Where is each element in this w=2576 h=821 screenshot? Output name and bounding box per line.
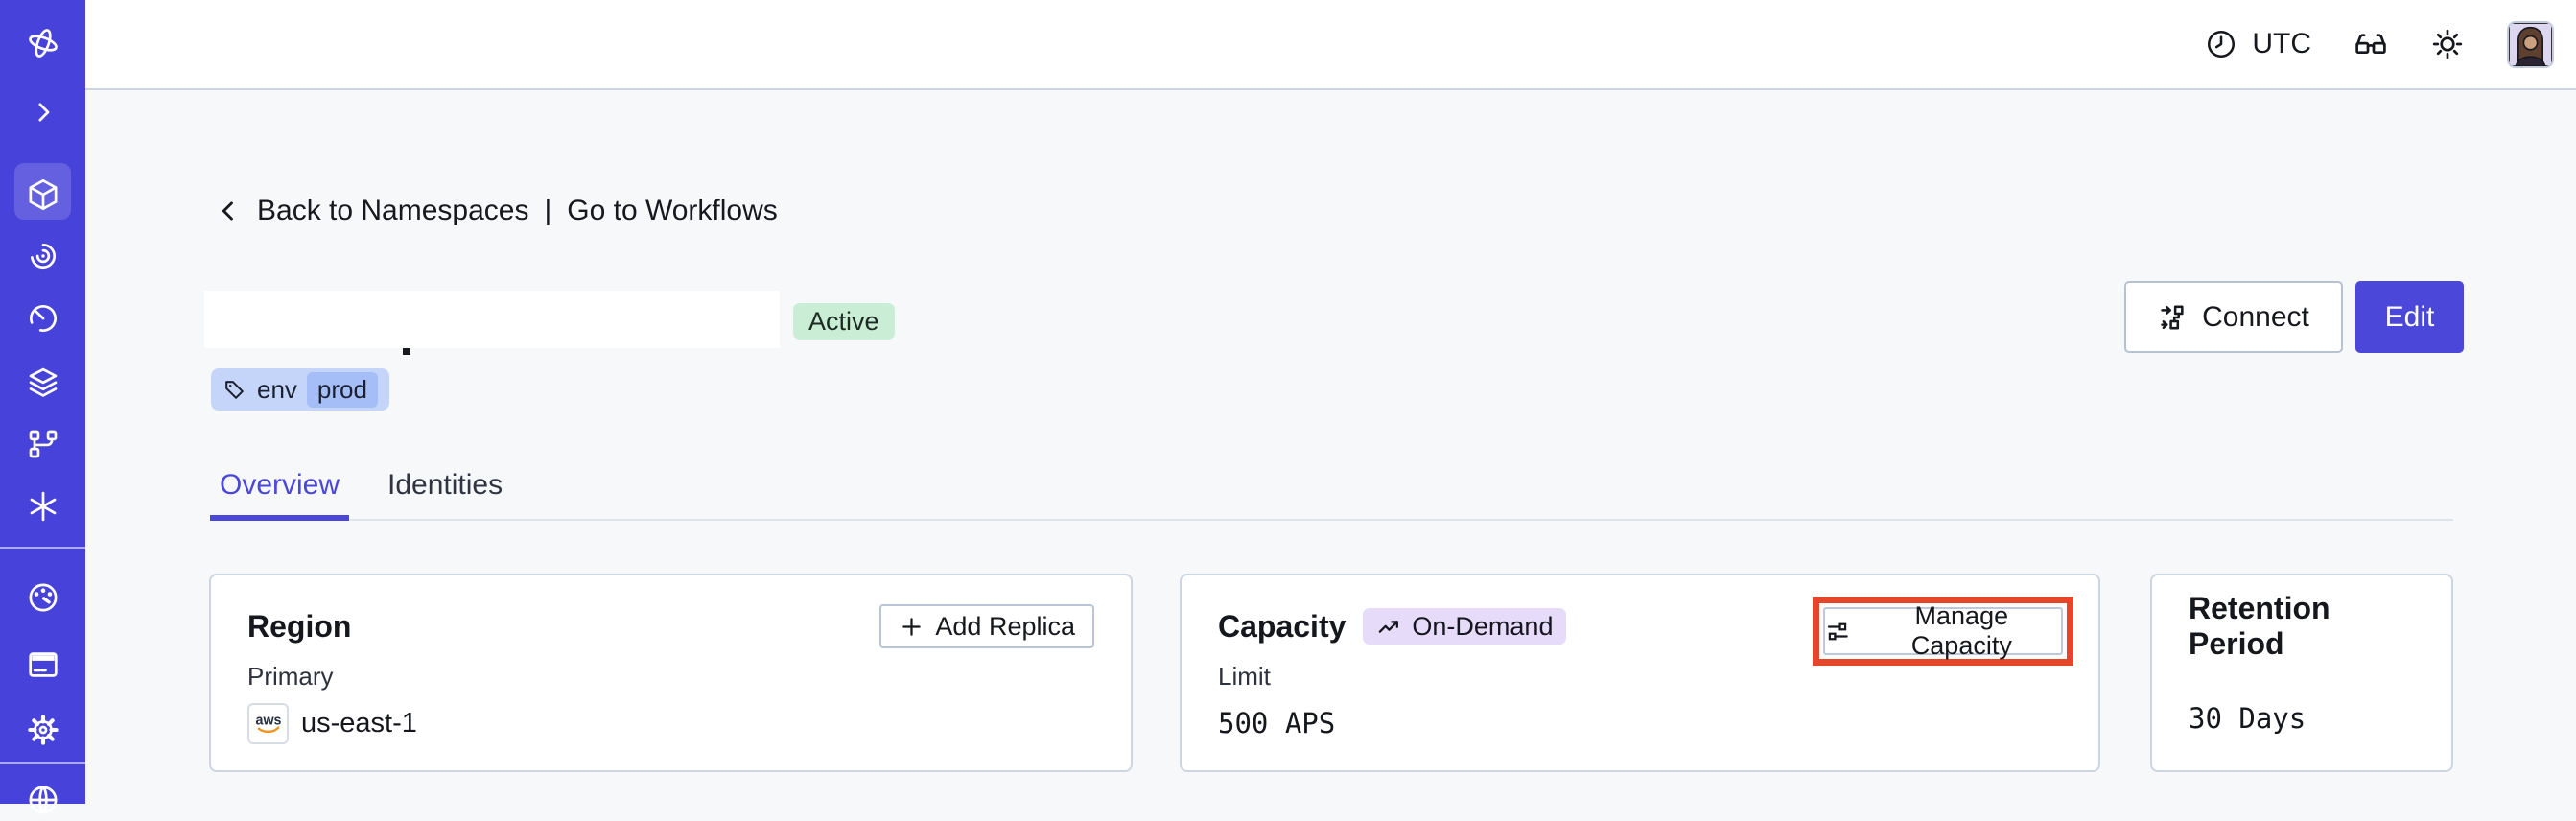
sidebar-divider [0,547,85,549]
tab-bar: Overview Identities [210,469,2453,521]
aws-provider-badge: aws [247,702,289,744]
namespace-tag: env prod [211,368,389,410]
aws-logo: aws [255,714,281,734]
on-demand-label: On-Demand [1412,611,1554,641]
breadcrumb-workflows-link[interactable]: Go to Workflows [567,195,778,226]
timezone-selector[interactable]: UTC [2205,28,2311,60]
sidebar-item-nexus[interactable] [0,485,85,528]
sidebar-nav [0,0,85,814]
retention-card-title: Retention Period [2189,591,2330,661]
sidebar-expand-toggle[interactable] [0,91,85,133]
sidebar-item-billing[interactable] [0,644,85,686]
topbar: UTC [85,0,2576,90]
retention-card: Retention Period 30 Days [2150,574,2453,772]
cube-icon [29,178,57,211]
tag-icon [225,380,244,399]
trending-up-icon [1379,620,1399,633]
sidebar-item-support[interactable] [0,779,85,821]
add-replica-button[interactable]: Add Replica [879,604,1094,648]
gauge-icon [29,583,57,612]
namespace-title-dot [403,348,410,355]
retention-value: 30 Days [2189,702,2307,735]
red-annotation-box: Manage Capacity [1813,597,2073,666]
clock-icon [2208,30,2236,59]
sidebar-item-schedules[interactable] [0,297,85,340]
theme-toggle-button[interactable] [2430,27,2465,61]
branch-icon [29,430,57,458]
breadcrumb: Back to Namespaces | Go to Workflows [215,195,778,227]
sidebar-item-usage[interactable] [0,576,85,619]
gear-icon [27,715,59,745]
namespace-actions: Connect Edit [2124,281,2464,353]
temporal-logo-icon [28,29,58,58]
sidebar-item-logo[interactable] [0,22,85,64]
namespace-title-redacted [204,291,780,348]
manage-capacity-button[interactable]: Manage Capacity [1823,601,2063,660]
avatar-photo [2509,22,2552,66]
primary-label: Primary [247,662,334,691]
sidebar-item-workflows[interactable] [0,235,85,277]
region-card-title: Region [247,608,352,644]
capacity-limit-value: 500 APS [1218,707,1336,739]
region-card: Region Add Replica Primary aws us-east-1 [209,574,1133,772]
region-value: us-east-1 [301,707,417,739]
sidebar-item-batch-operations[interactable] [0,361,85,403]
sidebar-item-deployments[interactable] [0,423,85,465]
sun-icon [2432,29,2463,59]
billing-card-icon [28,652,58,677]
tag-key: env [257,374,297,404]
asterisk-icon [30,491,56,522]
on-demand-badge: On-Demand [1363,608,1567,645]
connect-button-label: Connect [2202,300,2309,333]
back-chevron-icon [222,201,233,221]
data-encoder-button[interactable] [2354,27,2388,61]
capacity-card: Capacity On-Demand Manage Capacity Limit [1180,574,2100,772]
globe-icon [29,786,57,814]
user-avatar[interactable] [2507,20,2554,68]
capacity-card-title: Capacity [1218,608,1347,644]
chevron-right-icon [38,103,49,122]
temporal-cloud-namespace-page: UTC Back to Na [0,0,2576,804]
sidebar-active-highlight [14,163,71,220]
aws-logo-text: aws [255,714,281,729]
breadcrumb-back-link[interactable]: Back to Namespaces [257,195,529,226]
timezone-label: UTC [2252,28,2311,59]
sidebar-item-namespaces[interactable] [0,174,85,216]
plus-icon [902,617,922,636]
edit-button[interactable]: Edit [2355,281,2464,353]
limit-label: Limit [1218,662,1271,691]
tab-identities[interactable]: Identities [378,469,512,521]
spiral-icon [30,243,56,270]
sliders-icon [1827,622,1848,640]
manage-capacity-label: Manage Capacity [1910,601,2012,660]
sidebar-divider [0,762,85,764]
timer-icon [29,304,57,333]
tag-value: prod [306,371,378,408]
connect-button[interactable]: Connect [2124,281,2343,353]
connect-flow-icon [2161,305,2184,329]
tab-overview[interactable]: Overview [210,469,350,521]
layers-icon [29,367,57,397]
glasses-icon [2355,34,2386,55]
add-replica-label: Add Replica [935,611,1075,641]
breadcrumb-separator: | [544,195,552,226]
status-badge: Active [793,303,895,340]
sidebar-item-settings[interactable] [0,709,85,751]
